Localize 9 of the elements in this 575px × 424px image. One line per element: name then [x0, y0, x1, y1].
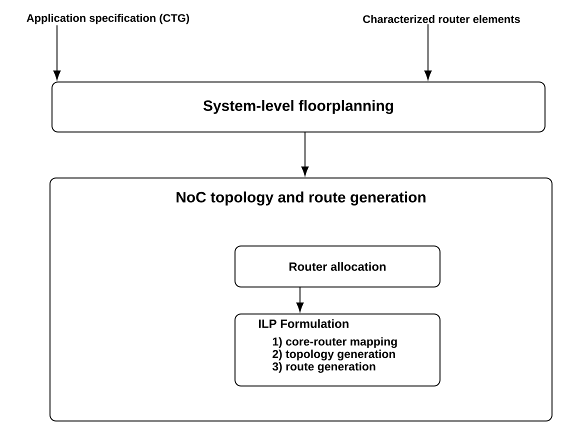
arrow — [296, 287, 304, 312]
process-box: System-level floorplanning — [52, 82, 546, 132]
input-label: Characterized router elements — [363, 14, 520, 24]
arrow — [301, 132, 309, 176]
arrow — [53, 24, 61, 80]
input-label: Application specification (CTG) — [26, 14, 190, 24]
process-box: Router allocation — [234, 246, 440, 288]
process-box: ILP Formulation 1) core-router mapping 2) topology generation 3) route generation — [234, 314, 440, 386]
arrow — [424, 24, 432, 80]
